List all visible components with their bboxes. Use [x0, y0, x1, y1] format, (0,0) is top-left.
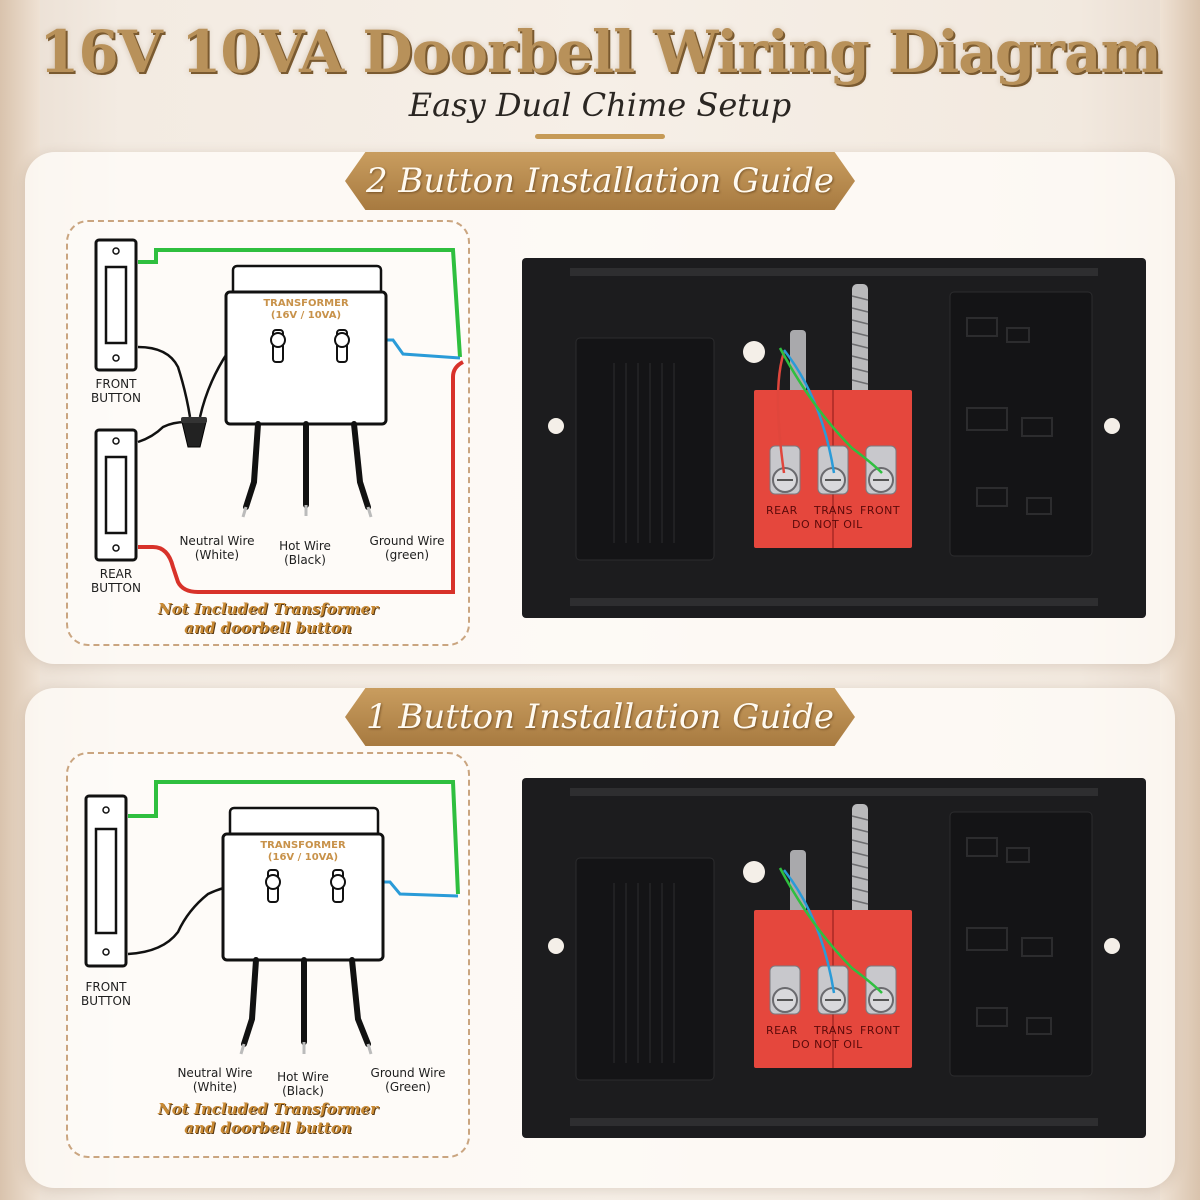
front-button-black-wire — [137, 345, 192, 418]
terminal-label-trans: TRANS — [814, 1024, 854, 1037]
terminal-screw-rear — [769, 965, 801, 1015]
wire-nut-icon — [181, 421, 207, 448]
plunger-spring-icon — [790, 284, 869, 400]
transformer-icon — [224, 264, 388, 426]
neutral-wire-label: Neutral Wire(White) — [179, 534, 255, 562]
do-not-oil-warning: DO NOT OIL — [792, 1038, 863, 1051]
rear-button-black-wire — [137, 420, 187, 444]
one-button-wiring-graphic — [84, 780, 460, 1055]
plunger-spring-icon — [790, 804, 869, 920]
terminal-screw-front — [865, 445, 897, 495]
rear-button-icon — [94, 428, 138, 562]
ground-wire-label: Ground Wire(Green) — [370, 1066, 446, 1094]
terminal-screw-front — [865, 965, 897, 1015]
chime-unit-graphic — [522, 778, 1146, 1138]
terminal-label-trans: TRANS — [814, 504, 854, 517]
green-wire — [138, 248, 462, 358]
hot-wire-label: Hot Wire(Black) — [277, 1070, 329, 1098]
red-wire — [138, 360, 464, 594]
terminal-screw-rear — [769, 445, 801, 495]
page-title: 16V 10VA Doorbell Wiring Diagram — [39, 18, 1162, 86]
mount-hole-right — [1104, 418, 1120, 434]
terminal-label-rear: REAR — [766, 1024, 798, 1037]
mount-hole-left — [548, 938, 564, 954]
neutral-wire — [241, 957, 259, 1047]
one-button-banner: 1 Button Installation Guide — [345, 688, 855, 746]
one-button-banner-text: 1 Button Installation Guide — [365, 697, 835, 737]
hot-wire-label: Hot Wire(Black) — [279, 539, 331, 567]
two-button-chime-photo: REAR TRANS FRONT DO NOT OIL — [522, 258, 1146, 618]
terminal-label-front: FRONT — [860, 1024, 901, 1037]
mount-hole-right — [1104, 938, 1120, 954]
two-button-banner: 2 Button Installation Guide — [345, 152, 855, 210]
center-hole — [743, 341, 765, 363]
one-button-chime-photo: REAR TRANS FRONT DO NOT OIL — [522, 778, 1146, 1138]
terminal-label-rear: REAR — [766, 504, 798, 517]
ground-wire-label: Ground Wire(green) — [369, 534, 445, 562]
left-resonator — [575, 337, 715, 561]
mount-hole-left — [548, 418, 564, 434]
do-not-oil-warning: DO NOT OIL — [792, 518, 863, 531]
front-button-icon — [94, 238, 138, 372]
center-hole — [743, 861, 765, 883]
transformer-label: TRANSFORMER(16V / 10VA) — [263, 298, 349, 321]
front-button-icon — [84, 794, 128, 968]
terminal-label-front: FRONT — [860, 504, 901, 517]
chime-green-wire — [778, 867, 883, 994]
green-wire — [128, 780, 460, 895]
two-button-wiring-graphic — [94, 238, 464, 594]
two-button-banner-text: 2 Button Installation Guide — [365, 161, 835, 201]
neutral-wire — [243, 421, 261, 510]
transformer-label: TRANSFORMER(16V / 10VA) — [260, 840, 346, 863]
chime-green-wire — [778, 347, 883, 474]
transformer-icon — [221, 806, 385, 962]
ground-wire — [349, 957, 371, 1047]
chime-red-wire — [776, 351, 786, 474]
chime-unit-graphic — [522, 258, 1146, 618]
left-resonator — [575, 857, 715, 1081]
page-subtitle: Easy Dual Chime Setup — [408, 86, 792, 124]
ground-wire — [351, 421, 371, 510]
neutral-wire-label: Neutral Wire(White) — [177, 1066, 253, 1094]
subtitle-divider — [535, 134, 665, 139]
